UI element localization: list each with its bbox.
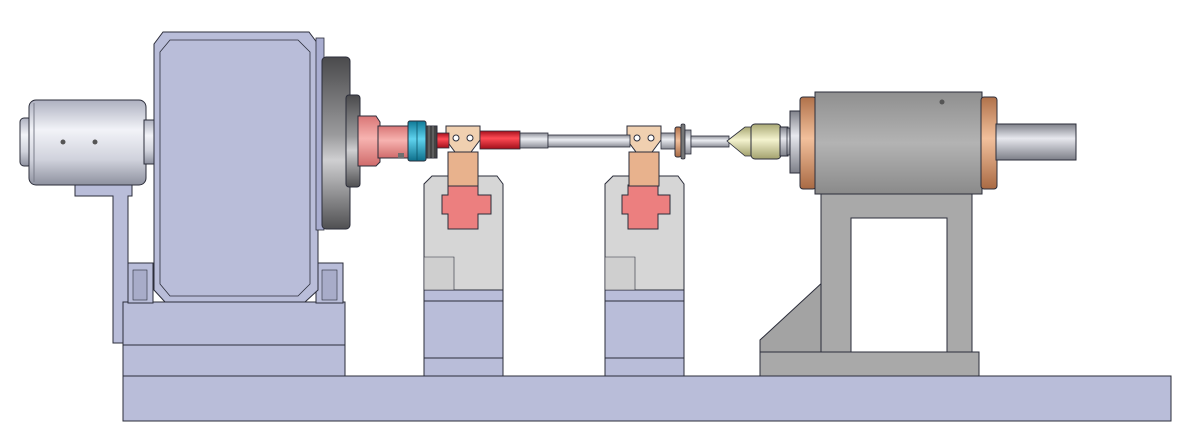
chuck-icon [321,56,411,230]
shaft-icon [436,123,730,160]
coupling-icon [407,120,438,162]
base-plate-icon [122,375,1172,422]
live-center-icon [726,123,792,160]
tailstock-icon [789,91,1077,195]
tailstock-stand [759,193,980,377]
gearbox-icon [153,31,325,303]
support-stand-icon [423,125,504,377]
support-stand-icon [604,125,685,377]
motor-icon [19,99,157,186]
